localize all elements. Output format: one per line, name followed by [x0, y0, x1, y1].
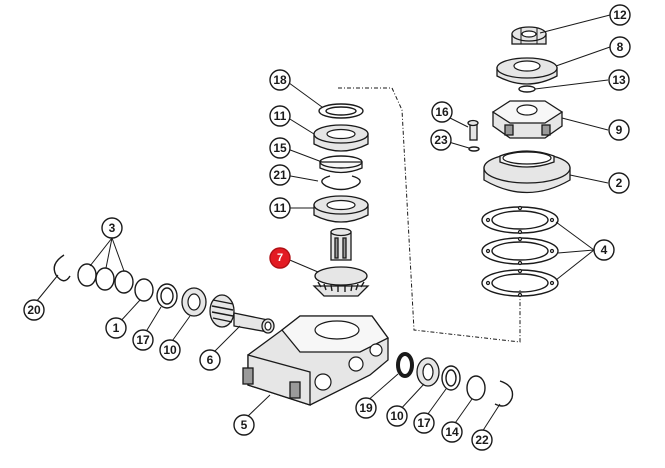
callout-21: 21 — [269, 164, 291, 186]
part-22-circlip-right — [494, 380, 514, 407]
part-19-seal-right — [396, 352, 414, 378]
callout-17-right: 17 — [413, 412, 435, 434]
callout-10-left: 10 — [159, 339, 181, 361]
part-13-o-ring — [518, 85, 536, 93]
svg-text:17: 17 — [417, 416, 431, 430]
part-21-circlip — [321, 175, 361, 191]
part-17-ring-right — [441, 365, 461, 391]
part-2-base-flange — [483, 150, 571, 194]
part-7-bevel-gear-shaft — [312, 227, 370, 297]
callout-22: 22 — [471, 429, 493, 451]
assembly-axis-line — [338, 87, 521, 343]
part-17-ring-left — [156, 283, 178, 309]
callout-3: 3 — [101, 217, 123, 239]
svg-text:10: 10 — [163, 343, 177, 357]
svg-text:1: 1 — [113, 321, 120, 335]
svg-text:13: 13 — [612, 73, 626, 87]
svg-text:12: 12 — [613, 8, 627, 22]
callout-14: 14 — [441, 421, 463, 443]
part-12-lock-nut — [511, 26, 547, 45]
part-3-shims — [77, 263, 134, 294]
callout-16: 16 — [431, 101, 453, 123]
part-20-circlip-left — [53, 254, 71, 282]
callout-18: 18 — [269, 69, 291, 91]
svg-text:17: 17 — [136, 333, 150, 347]
svg-text:20: 20 — [27, 303, 41, 317]
part-23-washer — [468, 146, 480, 152]
callout-4: 4 — [593, 239, 615, 261]
svg-text:14: 14 — [445, 425, 459, 439]
callout-5: 5 — [233, 414, 255, 436]
svg-text:22: 22 — [475, 433, 489, 447]
svg-text:19: 19 — [359, 401, 373, 415]
callout-15: 15 — [269, 137, 291, 159]
svg-text:2: 2 — [616, 176, 623, 190]
svg-text:18: 18 — [273, 73, 287, 87]
callout-19: 19 — [355, 397, 377, 419]
callout-8: 8 — [609, 36, 631, 58]
svg-text:15: 15 — [273, 141, 287, 155]
callout-17-left: 17 — [132, 329, 154, 351]
callout-labels: 12 8 13 9 2 4 16 23 18 11 15 21 11 7 3 — [23, 4, 631, 451]
part-11-bearing-lower — [313, 195, 369, 223]
svg-text:16: 16 — [435, 105, 449, 119]
callout-12: 12 — [609, 4, 631, 26]
part-4-gaskets — [481, 205, 559, 298]
part-1-washer — [134, 278, 154, 302]
callout-9: 9 — [608, 119, 630, 141]
part-5-gearbox-housing — [242, 315, 389, 406]
part-14-washer — [466, 375, 486, 401]
callout-23: 23 — [430, 129, 452, 151]
svg-text:11: 11 — [274, 201, 287, 215]
svg-text:3: 3 — [109, 221, 116, 235]
part-9-middle-block — [491, 100, 564, 139]
svg-text:23: 23 — [434, 133, 448, 147]
svg-text:9: 9 — [616, 123, 623, 137]
callout-2: 2 — [608, 172, 630, 194]
svg-text:4: 4 — [601, 243, 608, 257]
callout-10-right: 10 — [386, 405, 408, 427]
part-18-seal — [318, 103, 364, 119]
svg-text:5: 5 — [241, 418, 248, 432]
part-8-top-cover — [496, 57, 558, 85]
callout-1: 1 — [105, 317, 127, 339]
svg-text:8: 8 — [617, 40, 624, 54]
svg-text:21: 21 — [273, 168, 287, 182]
callout-11-upper: 11 — [269, 105, 291, 127]
part-6-pinion-shaft — [209, 294, 275, 334]
svg-text:6: 6 — [207, 353, 214, 367]
part-16-screw — [467, 119, 479, 141]
part-10-bearing-left — [181, 287, 207, 317]
callout-11-lower: 11 — [269, 197, 291, 219]
part-11-bearing-upper — [313, 124, 369, 152]
svg-text:10: 10 — [390, 409, 404, 423]
callout-20: 20 — [23, 299, 45, 321]
callout-13: 13 — [608, 69, 630, 91]
svg-text:11: 11 — [274, 109, 287, 123]
callout-7-highlighted: 7 — [269, 247, 291, 269]
part-15-spacer-ring — [319, 155, 363, 174]
svg-text:7: 7 — [277, 252, 283, 264]
callout-6: 6 — [199, 349, 221, 371]
part-10-bearing-right — [416, 357, 440, 387]
